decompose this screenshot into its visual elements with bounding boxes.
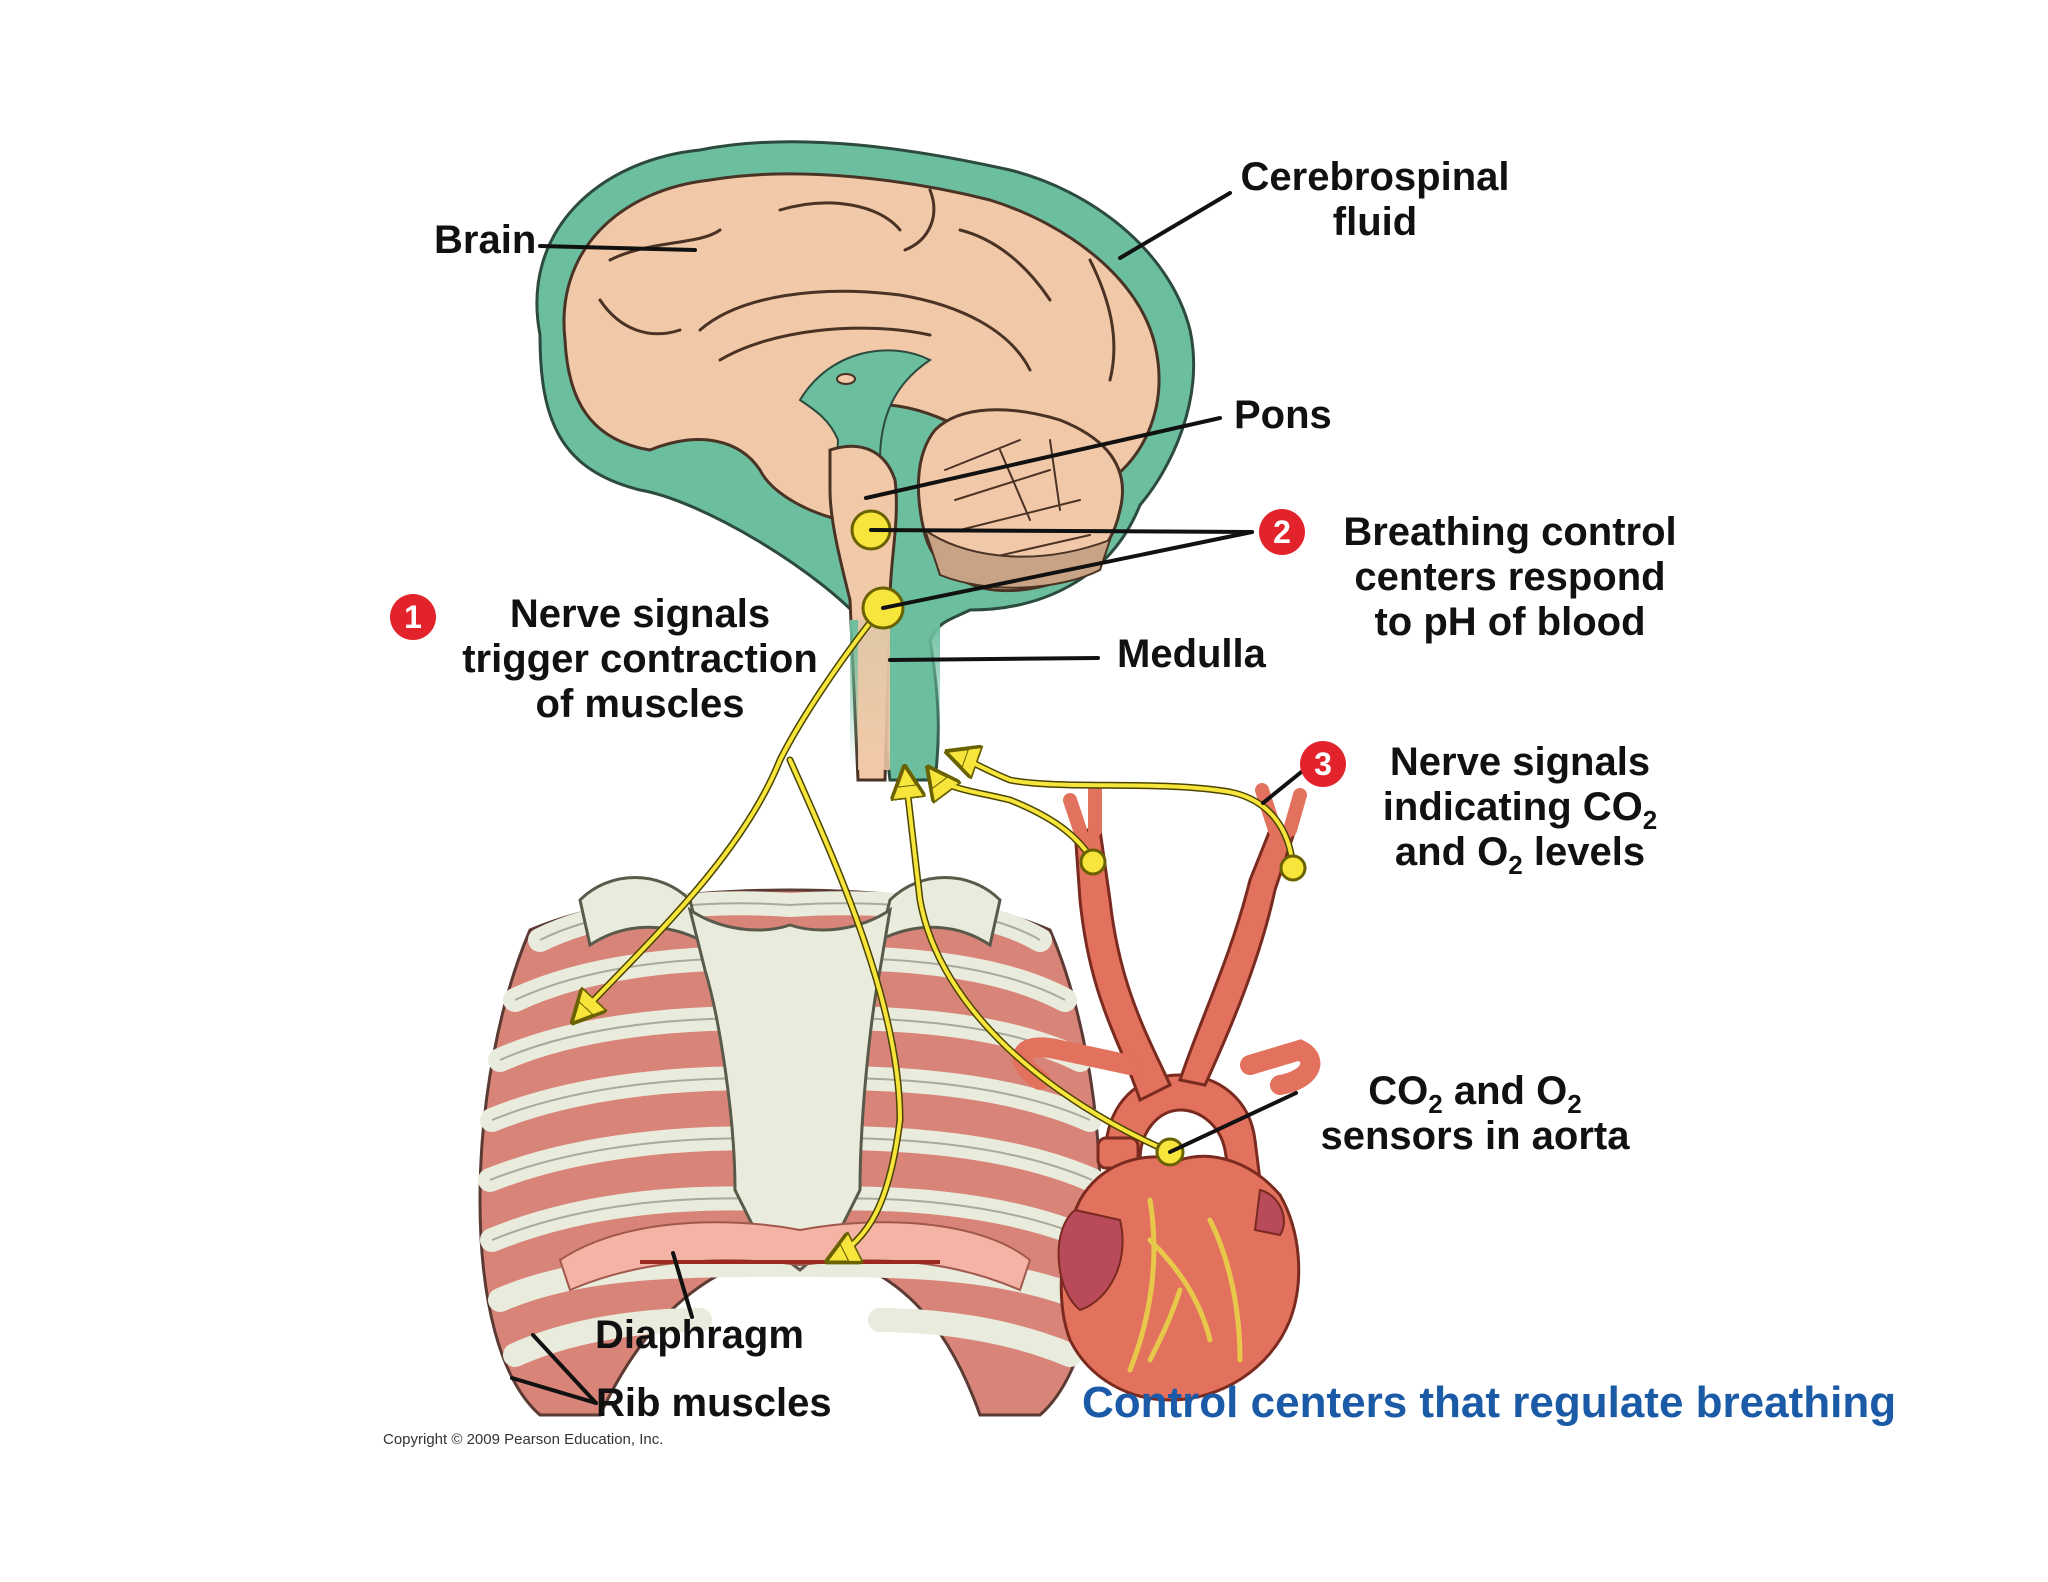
- step-1-badge: 1: [390, 594, 436, 640]
- step-1-line2: trigger contraction: [462, 637, 818, 681]
- carotid-sensor-dot-right: [1279, 854, 1307, 882]
- step-2-badge: 2: [1259, 509, 1305, 555]
- nerve-pathways: [575, 606, 1297, 1260]
- csf-label: Cerebrospinal fluid: [1230, 155, 1520, 245]
- heart-drawing: [1012, 783, 1321, 1402]
- figure-caption: Control centers that regulate breathing: [1082, 1378, 1897, 1427]
- step-1-text: Nerve signals trigger contraction of mus…: [440, 592, 840, 727]
- brain-folds: [598, 188, 1116, 382]
- step-3-line3: and O2 levels: [1394, 830, 1646, 881]
- csf-label-line1: Cerebrospinal: [1240, 155, 1510, 199]
- step-3-line1: Nerve signals: [1389, 740, 1651, 784]
- leader-lines: [510, 191, 1307, 1405]
- step-2-text: Breathing control centers respond to pH …: [1330, 510, 1690, 645]
- step-3-text: Nerve signals indicating CO2 and O2 leve…: [1370, 740, 1670, 881]
- brain-label: Brain: [434, 218, 537, 262]
- aorta-leader: [1168, 1091, 1298, 1154]
- step-2-line3: to pH of blood: [1374, 600, 1646, 644]
- sternum: [687, 906, 893, 1272]
- step-2-line2: centers respond: [1354, 555, 1666, 599]
- aorta-sensors-label: CO2 and O2 sensors in aorta: [1300, 1069, 1650, 1159]
- brain-leader: [538, 244, 697, 252]
- csf-leader: [1118, 191, 1232, 260]
- aorta-sensors-line2: sensors in aorta: [1320, 1114, 1630, 1158]
- aorta-sensors-line1: CO2 and O2: [1368, 1069, 1582, 1120]
- rib-muscles-leader-1: [531, 1333, 598, 1405]
- center-leader-lower: [881, 530, 1254, 610]
- ventricle: [798, 349, 932, 525]
- signals-leader: [1261, 767, 1307, 805]
- rib-cage-drawing: [478, 876, 1104, 1417]
- copyright-notice: Copyright © 2009 Pearson Education, Inc.: [383, 1431, 664, 1448]
- rib-muscles-leader-2: [510, 1376, 598, 1405]
- step-1-line1: Nerve signals: [509, 592, 771, 636]
- carotid-sensor-dot: [1079, 848, 1107, 876]
- diaphragm-leader: [671, 1251, 694, 1319]
- brain-drawing: [535, 140, 1196, 782]
- diaphragm-label: Diaphragm: [595, 1313, 804, 1357]
- center-leader-upper: [869, 528, 1254, 534]
- step-1-line3: of muscles: [535, 682, 745, 726]
- step-3-badge: 3: [1300, 741, 1346, 787]
- sensor-dots: [850, 509, 1307, 1167]
- step-3-line2: indicating CO2: [1382, 785, 1658, 836]
- csf-label-line2: fluid: [1332, 200, 1418, 244]
- pons-label: Pons: [1234, 393, 1332, 437]
- medulla-label: Medulla: [1117, 632, 1266, 676]
- medulla-leader: [888, 656, 1100, 662]
- pons-leader: [864, 416, 1222, 500]
- rib-muscles-label: Rib muscles: [596, 1381, 832, 1425]
- step-2-line1: Breathing control: [1343, 510, 1677, 554]
